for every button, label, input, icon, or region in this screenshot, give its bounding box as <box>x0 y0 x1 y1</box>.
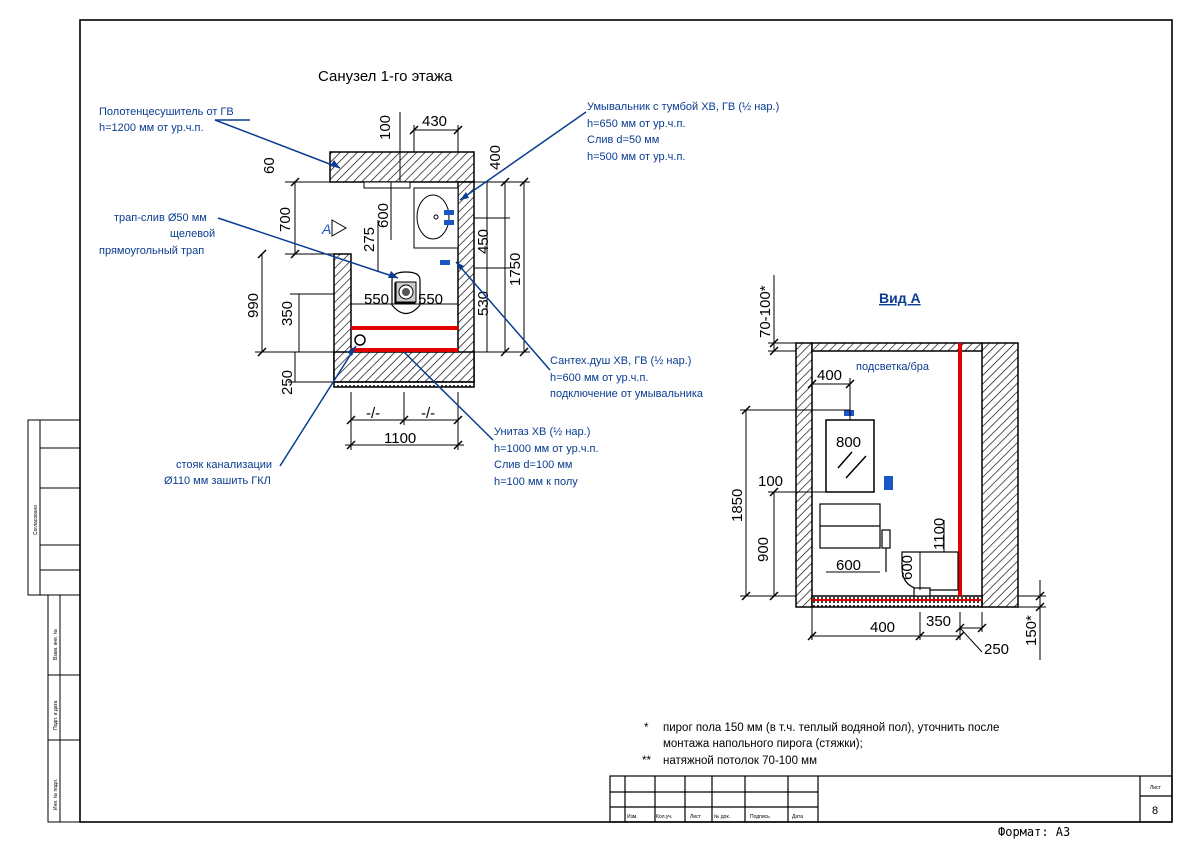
stamp-sheet-number: 8 <box>1152 805 1158 817</box>
light-fixture-icon <box>844 410 854 416</box>
stamp-col-sign: Подпись <box>750 814 770 820</box>
title-block <box>609 775 1173 823</box>
callout-toilet-line3: Слив d=100 мм <box>494 459 572 471</box>
drain-grate-icon <box>395 281 417 303</box>
dim-100-top: 100 <box>377 115 394 140</box>
callout-towel-dryer-line1: Полотенцесушитель от ГВ <box>99 106 234 118</box>
callout-washbasin-line3: Слив d=50 мм <box>587 134 659 146</box>
plan-title: Санузел 1-го этажа <box>318 68 453 85</box>
side-stamp-sign-date: Подп. и дата <box>53 700 59 730</box>
stamp-col-date: Дата <box>792 814 803 820</box>
stamp-col-count: Кол.уч. <box>656 814 672 820</box>
footnote-line3: натяжной потолок 70-100 мм <box>663 755 817 767</box>
footnote-line2: монтажа напольного пирога (стяжки); <box>663 738 863 750</box>
view-label-light: подсветка/бра <box>856 361 930 373</box>
plan-dimension-lines <box>255 112 530 450</box>
washbasin-symbol <box>413 187 459 249</box>
stamp-col-change: Изм. <box>627 814 638 820</box>
view-dimension-lines <box>740 275 1046 660</box>
dim-350: 350 <box>279 301 296 326</box>
view-dim-600: 600 <box>836 557 861 574</box>
toilet-side-symbol <box>901 551 959 597</box>
dim-60: 60 <box>261 157 278 174</box>
stamp-col-doc: № док. <box>714 814 730 820</box>
view-dim-400-bottom: 400 <box>870 619 895 636</box>
dim-400-right: 400 <box>487 145 504 170</box>
callout-toilet-line2: h=1000 мм от ур.ч.п. <box>494 443 599 455</box>
riser-symbol <box>354 334 366 346</box>
view-dim-600b: 600 <box>899 555 916 580</box>
footnote-mark-2: ** <box>642 755 651 767</box>
towel-dryer-symbol <box>363 181 411 189</box>
view-dim-1100: 1100 <box>931 518 948 550</box>
view-dim-150: 150* <box>1023 615 1040 646</box>
view-walls <box>795 342 1019 608</box>
view-a-marker: А <box>321 219 348 237</box>
water-supply-points <box>440 210 454 265</box>
callout-washbasin-line2: h=650 мм от ур.ч.п. <box>587 118 685 130</box>
view-dim-900: 900 <box>755 537 772 562</box>
view-dim-70-100: 70-100* <box>757 285 774 338</box>
footnote-mark-1: * <box>644 722 649 734</box>
format-label: Формат: А3 <box>998 825 1070 839</box>
plan-partition <box>351 326 458 352</box>
callout-shower-line1: Сантех.душ ХВ, ГВ (½ нар.) <box>550 355 691 367</box>
callout-drain-line3: прямоугольный трап <box>99 245 204 257</box>
side-stamp-inv-orig: Инв. № подл. <box>53 779 59 810</box>
view-partition <box>812 343 982 601</box>
footnote-line1: пирог пола 150 мм (в т.ч. теплый водяной… <box>663 722 999 734</box>
callout-washbasin-line4: h=500 мм от ур.ч.п. <box>587 151 685 163</box>
callout-shower-line2: h=600 мм от ур.ч.п. <box>550 372 648 384</box>
dim-unknown-left: -/- <box>366 405 380 422</box>
dim-450: 450 <box>475 229 492 254</box>
view-dim-350: 350 <box>926 613 951 630</box>
dim-600: 600 <box>375 203 392 228</box>
callout-toilet-line1: Унитаз ХВ (½ нар.) <box>494 426 590 438</box>
dim-700: 700 <box>277 207 294 232</box>
view-dim-400-top: 400 <box>817 367 842 384</box>
dim-275: 275 <box>361 227 378 252</box>
svg-text:А: А <box>321 221 331 237</box>
callout-towel-dryer-line2: h=1200 мм от ур.ч.п. <box>99 122 204 134</box>
view-dim-1850: 1850 <box>729 489 746 522</box>
dim-250: 250 <box>279 370 296 395</box>
dim-unknown-right: -/- <box>421 405 435 422</box>
dim-530: 530 <box>475 291 492 316</box>
side-stamp-inv-replace: Взам. инв. № <box>53 629 59 660</box>
stamp-col-sheet: Лист <box>690 814 702 820</box>
dim-550-left: 550 <box>364 291 389 308</box>
dim-990: 990 <box>245 293 262 318</box>
view-dim-100: 100 <box>758 473 783 490</box>
callout-riser-line1: стояк канализации <box>176 459 272 471</box>
plan-walls <box>329 151 475 388</box>
mirror-symbol <box>825 419 875 493</box>
dim-1750: 1750 <box>507 253 524 286</box>
side-stamp <box>27 419 81 823</box>
view-dim-800: 800 <box>836 434 861 451</box>
callout-drain-line2: щелевой <box>170 228 215 240</box>
vanity-symbol <box>819 503 881 549</box>
view-tick-marks <box>741 338 1045 641</box>
callout-shower-line3: подключение от умывальника <box>550 388 704 400</box>
callout-arrowheads <box>330 160 469 356</box>
shower-head-symbol <box>881 529 891 572</box>
callout-toilet-line4: h=100 мм к полу <box>494 476 578 488</box>
dim-430: 430 <box>422 113 447 130</box>
dim-1100: 1100 <box>384 430 416 447</box>
callout-riser-line2: Ø110 мм зашить ГКЛ <box>164 475 271 487</box>
callout-leaders <box>214 111 587 467</box>
side-stamp-agreed: Согласовано <box>33 505 39 535</box>
stamp-sheet-label: Лист <box>1150 785 1162 791</box>
socket-icon <box>884 476 893 490</box>
dim-550-right: 550 <box>418 291 443 308</box>
callout-washbasin-line1: Умывальник с тумбой ХВ, ГВ (½ нар.) <box>587 101 779 113</box>
view-dim-250: 250 <box>984 641 1009 658</box>
plan-tick-marks <box>257 125 529 450</box>
callout-drain-line1: трап-слив Ø50 мм <box>114 212 207 224</box>
view-a-title: Вид А <box>879 290 921 306</box>
